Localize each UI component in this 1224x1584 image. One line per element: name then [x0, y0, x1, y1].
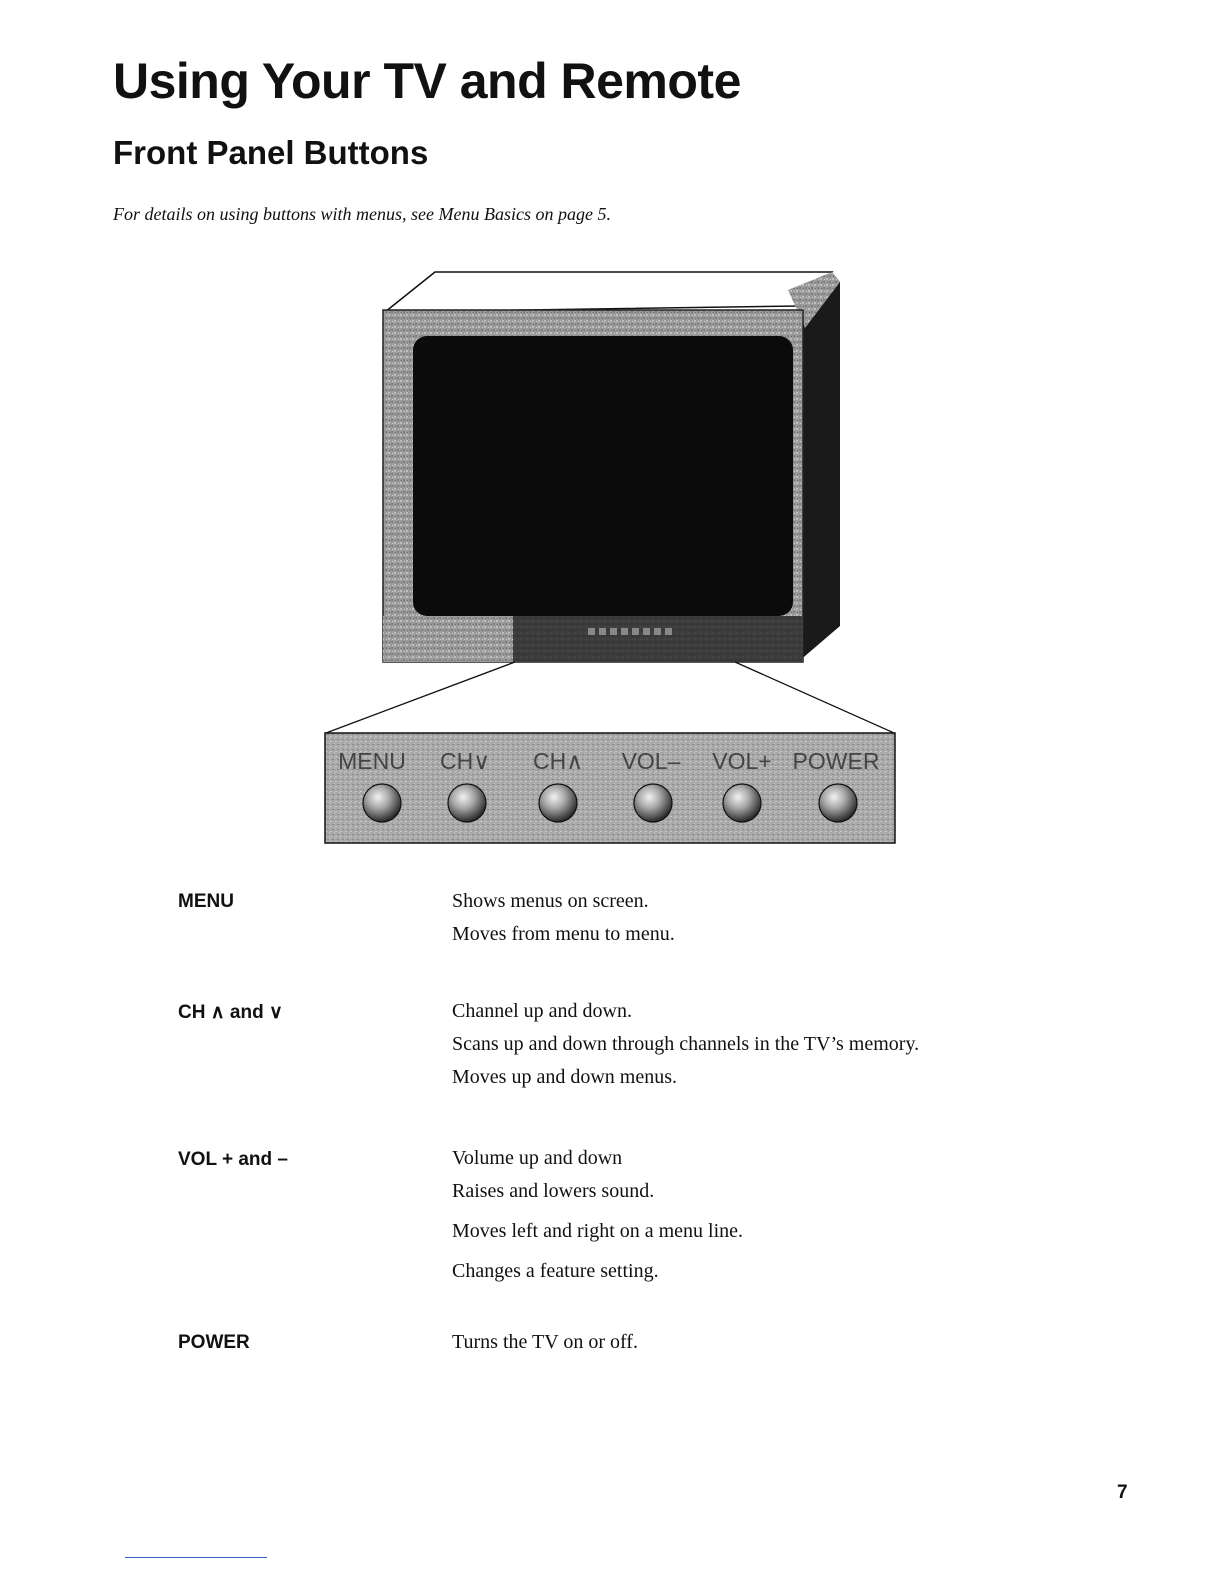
panel-label-channel-up: CH∧	[533, 748, 583, 774]
front-panel-closeup: MENU CH∨ CH∧ VOL– VOL+ POWER	[324, 732, 896, 844]
panel-label-power: POWER	[793, 748, 880, 774]
term-channel: CH ∧ and ∨	[178, 1002, 283, 1023]
panel-label-volume-up: VOL+	[712, 748, 771, 774]
desc-line: Shows menus on screen.	[452, 890, 649, 912]
term-menu: MENU	[178, 891, 234, 912]
channel-down-knob	[447, 783, 487, 823]
desc-channel: Channel up and down. Scans up and down t…	[452, 1000, 919, 1099]
tv-illustration: MENU CH∨ CH∧ VOL– VOL+ POWER	[324, 271, 896, 844]
desc-line: Moves up and down menus.	[452, 1066, 677, 1088]
volume-down-knob	[633, 783, 673, 823]
tv-front-buttons-strip	[588, 628, 672, 635]
zoom-callout-lines	[325, 661, 895, 734]
power-knob	[818, 783, 858, 823]
desc-line: Moves left and right on a menu line.	[452, 1220, 744, 1242]
menu-knob	[362, 783, 402, 823]
desc-line: Raises and lowers sound.	[452, 1180, 655, 1202]
desc-line: Turns the TV on or off.	[452, 1331, 638, 1353]
desc-line: Scans up and down through channels in th…	[452, 1033, 920, 1055]
desc-line: Channel up and down.	[452, 1000, 632, 1022]
page-number: 7	[1117, 1482, 1128, 1503]
page-title: Using Your TV and Remote	[113, 53, 741, 109]
tv-screen	[413, 336, 793, 616]
desc-line: Volume up and down	[452, 1147, 623, 1169]
section-title: Front Panel Buttons	[113, 134, 429, 171]
desc-volume: Volume up and down Raises and lowers sou…	[452, 1147, 743, 1293]
volume-up-knob	[722, 783, 762, 823]
footer-rule	[125, 1557, 267, 1558]
desc-power: Turns the TV on or off.	[452, 1331, 638, 1364]
tv-front-panel-figure: MENU CH∨ CH∧ VOL– VOL+ POWER	[310, 266, 910, 851]
term-power: POWER	[178, 1332, 250, 1353]
panel-label-menu: MENU	[338, 748, 406, 774]
term-volume: VOL + and –	[178, 1149, 288, 1170]
tv-cabinet	[382, 271, 840, 663]
desc-line: Moves from menu to menu.	[452, 923, 675, 945]
desc-line: Changes a feature setting.	[452, 1260, 659, 1282]
panel-label-channel-down: CH∨	[440, 748, 490, 774]
panel-label-volume-down: VOL–	[622, 748, 681, 774]
channel-up-knob	[538, 783, 578, 823]
desc-menu: Shows menus on screen. Moves from menu t…	[452, 890, 675, 956]
intro-note: For details on using buttons with menus,…	[113, 204, 611, 224]
